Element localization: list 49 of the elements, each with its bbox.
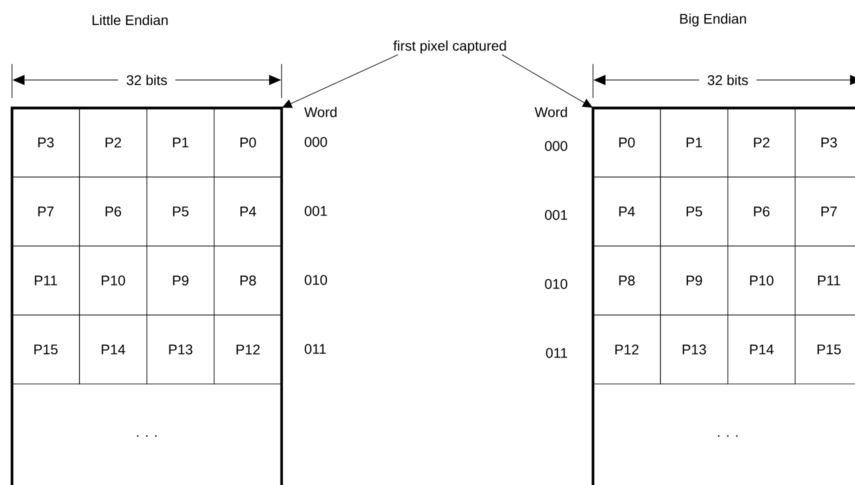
pixel-cell: P11: [12, 246, 80, 316]
pixel-cell: P10: [79, 246, 148, 316]
pixel-cell: P8: [592, 246, 661, 316]
pixel-cell: P4: [592, 176, 661, 246]
node-label: P0: [619, 138, 635, 148]
pixel-cell: P13: [660, 314, 728, 384]
pixel-cell: P7: [794, 176, 855, 246]
pixel-cell: P13: [146, 314, 215, 384]
ellipsis: . . .: [718, 435, 738, 437]
word-address: 011: [304, 344, 326, 354]
pixel-cell: P6: [728, 176, 796, 246]
word-address: 000: [304, 137, 328, 147]
pixel-cell: P12: [592, 314, 661, 384]
word-address: 001: [304, 206, 327, 216]
pixel-cell: P2: [728, 108, 796, 178]
pixel-cell: P15: [12, 314, 80, 384]
ellipsis: . . .: [137, 435, 157, 437]
word-address: 011: [546, 348, 568, 358]
pixel-cell: P8: [214, 246, 282, 316]
node-label: P3: [38, 138, 54, 148]
word-address: 000: [545, 141, 568, 151]
pixel-cell: P5: [660, 176, 728, 246]
pixel-cell: P6: [79, 176, 148, 246]
heading: Big Endian: [680, 13, 746, 27]
pixel-cell: P1: [146, 108, 215, 178]
pixel-cell: P15: [794, 314, 855, 384]
pixel-cell: P1: [660, 108, 728, 178]
pixel-cell: P9: [146, 246, 215, 316]
pixel-cell: P10: [728, 246, 796, 316]
pixel-cell: P14: [79, 314, 148, 384]
pixel-cell: P0: [214, 108, 282, 178]
pixel-cell: P5: [146, 176, 215, 246]
callout-text: first pixel captured: [393, 40, 506, 54]
pixel-cell: P11: [794, 246, 855, 316]
column-header: Word: [534, 106, 567, 118]
pixel-cell: P4: [214, 176, 282, 246]
pixel-cell: P2: [79, 108, 148, 178]
word-address: 001: [545, 210, 568, 220]
pixel-cell: P3: [794, 108, 855, 178]
dimension-label: 32 bits: [699, 74, 756, 86]
pixel-cell: P14: [728, 314, 796, 384]
column-header: Word: [304, 106, 336, 118]
heading: Little Endian: [92, 14, 168, 26]
pixel-cell: P9: [660, 246, 728, 316]
pixel-cell: P12: [214, 314, 282, 384]
pixel-cell: P7: [12, 176, 80, 246]
dimension-label: 32 bits: [118, 74, 176, 86]
word-address: 010: [545, 279, 568, 289]
word-address: 010: [304, 275, 328, 285]
